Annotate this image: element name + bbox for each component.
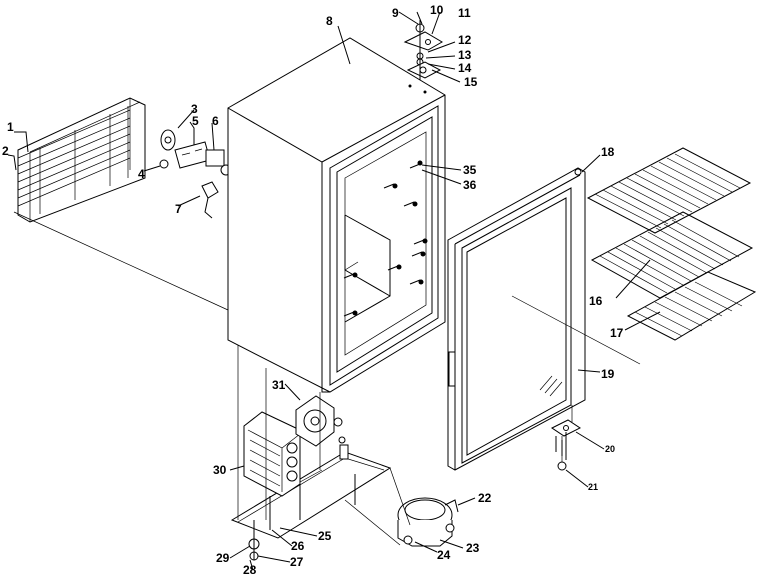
callout-9: 9 — [392, 6, 399, 20]
callout-2: 2 — [2, 144, 9, 158]
bottom-hinge — [551, 419, 581, 471]
callout-13: 13 — [458, 48, 472, 62]
callout-11: 11 — [458, 6, 471, 20]
callout-12: 12 — [458, 33, 472, 47]
condenser-coil — [17, 97, 146, 223]
callout-14: 14 — [458, 61, 472, 75]
callout-16: 16 — [589, 294, 603, 308]
callout-31: 31 — [272, 378, 286, 392]
callout-17: 17 — [610, 326, 624, 340]
compressor — [397, 497, 459, 547]
condenser-fan-unit — [243, 395, 346, 497]
projection-lines — [13, 211, 641, 546]
cabinet-body — [227, 37, 446, 393]
callout-4: 4 — [138, 167, 145, 181]
callout-30: 30 — [213, 463, 227, 477]
callout-20: 20 — [605, 444, 615, 454]
callout-23: 23 — [466, 541, 480, 555]
callout-18: 18 — [601, 145, 615, 159]
callout-3: 3 — [191, 102, 198, 116]
callout-10: 10 — [430, 3, 444, 17]
callout-22: 22 — [478, 491, 492, 505]
callout-29: 29 — [216, 551, 230, 565]
callout-labels: 1 2 3 4 5 6 7 8 9 10 11 12 13 14 15 16 1… — [2, 3, 624, 577]
callout-6: 6 — [212, 114, 219, 128]
callout-8: 8 — [326, 14, 333, 28]
base-plate — [230, 444, 392, 561]
callout-28: 28 — [243, 563, 257, 577]
control-parts — [159, 129, 232, 219]
callout-15: 15 — [464, 75, 478, 89]
wire-shelves — [586, 147, 757, 341]
callout-36: 36 — [463, 178, 477, 192]
callout-21: 21 — [588, 482, 598, 492]
callout-27: 27 — [290, 555, 304, 569]
callout-7: 7 — [175, 202, 182, 216]
callout-19: 19 — [601, 367, 615, 381]
callout-leaders — [7, 11, 661, 571]
callout-24: 24 — [437, 548, 451, 562]
top-hinge-assembly — [403, 20, 443, 80]
glass-door — [447, 167, 586, 471]
callout-35: 35 — [463, 163, 477, 177]
callout-26: 26 — [291, 539, 305, 553]
callout-1: 1 — [7, 120, 14, 134]
callout-5: 5 — [192, 114, 199, 128]
callout-25: 25 — [318, 529, 332, 543]
